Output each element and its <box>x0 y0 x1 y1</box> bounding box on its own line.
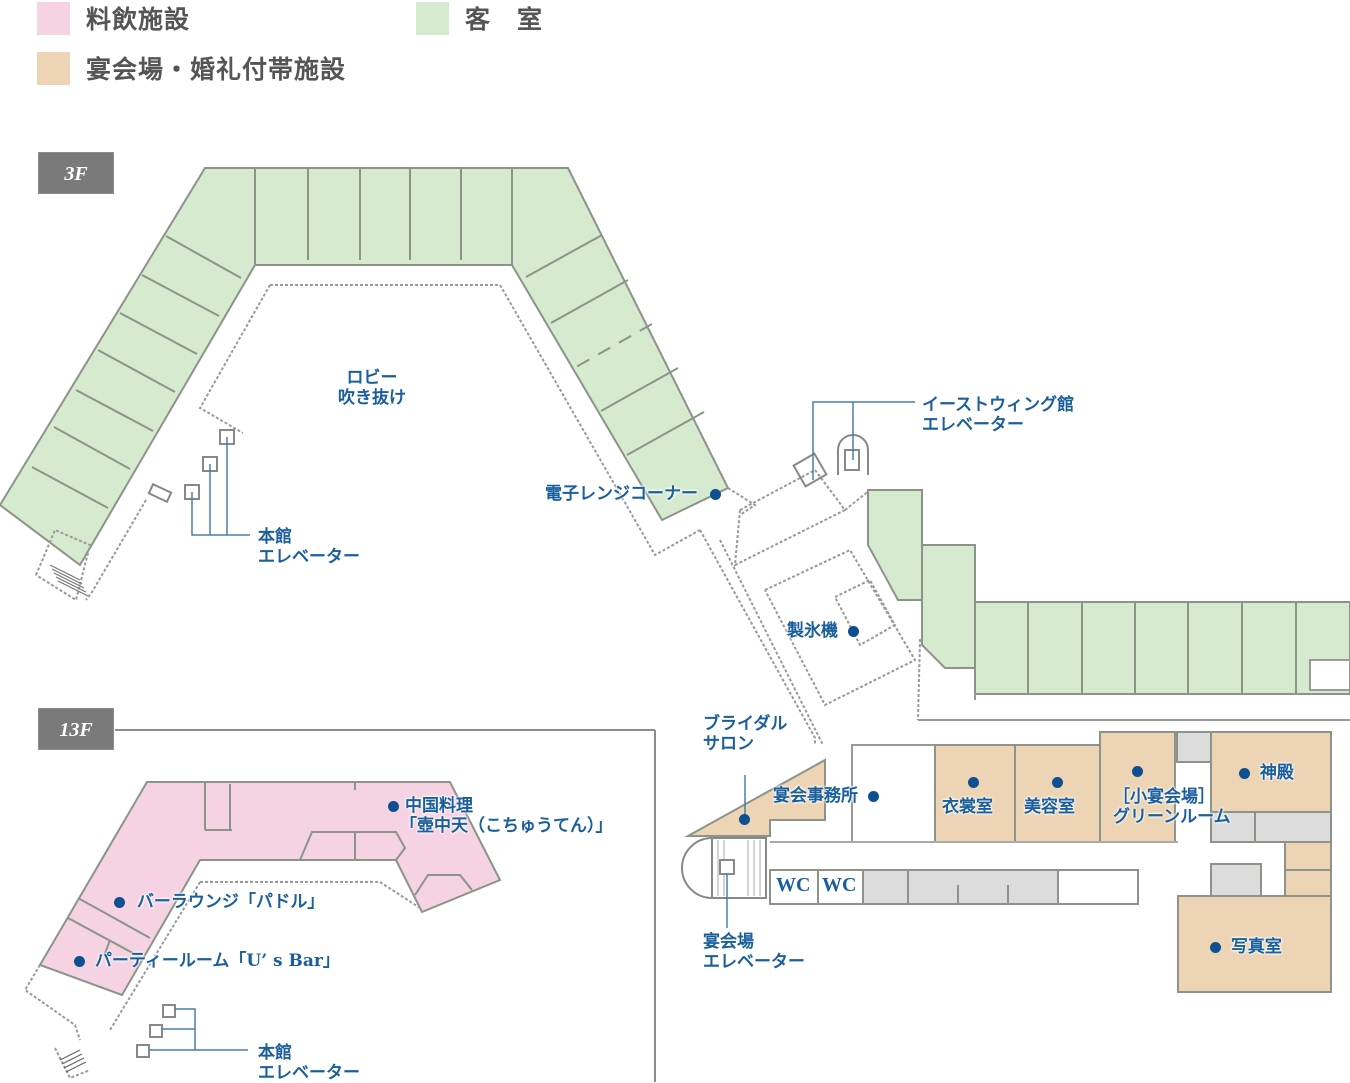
legend-swatch-food-beverage <box>37 1 70 35</box>
main-elevator-label-3f: 本館 エレベーター <box>258 527 360 567</box>
chinese-restaurant-line2: 「壺中天（こちゅうてん）」 <box>400 816 613 836</box>
location-dot-icon <box>114 897 125 908</box>
stairs-13f <box>59 1049 87 1073</box>
banquet-office-label: 宴会事務所 <box>773 786 879 806</box>
east-wing-elevators <box>792 434 869 488</box>
east-wing-elevator-label: イーストウィング館 エレベーター <box>922 395 1074 435</box>
main-elevators-3f <box>147 429 235 504</box>
small-banquet-line1: ［小宴会場］ <box>1113 787 1215 807</box>
lobby-label-line1: ロビー <box>346 368 398 388</box>
legend-food-beverage: 料飲施設 <box>37 0 190 36</box>
chinese-restaurant-line1: 中国料理 <box>405 796 473 816</box>
east-corridor <box>918 659 1350 721</box>
east-wing-elevator-line1: イーストウィング館 <box>922 395 1075 415</box>
legend-label: 客 室 <box>465 5 544 34</box>
location-dot-icon <box>847 626 859 637</box>
bar-lounge-text: バーラウンジ「パドル」 <box>136 892 325 912</box>
main-elevator-callout-13f <box>150 1008 248 1051</box>
bridal-salon-dot-icon <box>739 814 750 825</box>
costume-room-dot-icon <box>968 777 979 788</box>
restroom-1-label: WC <box>776 874 811 896</box>
microwave-corner-label: 電子レンジコーナー <box>545 484 721 504</box>
main-elevator-label-13f: 本館 エレベーター <box>258 1043 360 1083</box>
legend-swatch-guest-room <box>416 1 449 35</box>
location-dot-icon <box>1239 768 1250 779</box>
legend-guest-room: 客 室 <box>416 0 543 36</box>
microwave-corner-text: 電子レンジコーナー <box>545 484 698 504</box>
legend-label: 料飲施設 <box>86 5 191 34</box>
lobby-corridor-walls <box>35 284 942 746</box>
photo-studio-text: 写真室 <box>1230 937 1282 957</box>
ice-machine-label: 製氷機 <box>787 621 859 641</box>
beauty-salon-dot-icon <box>1052 777 1063 788</box>
lobby-atrium-label: ロビー 吹き抜け <box>338 368 406 408</box>
guest-room-wing-east <box>867 489 1350 695</box>
bridal-salon-label: ブライダル サロン <box>703 714 787 754</box>
banquet-office-text: 宴会事務所 <box>773 786 858 806</box>
photo-studio-label: 写真室 <box>1210 937 1282 957</box>
location-dot-icon <box>388 801 399 812</box>
small-banquet-line2: グリーンルーム <box>1113 807 1231 827</box>
location-dot-icon <box>709 489 721 500</box>
floor-tag-3f: 3F <box>38 152 114 194</box>
chinese-restaurant-label: 中国料理 「壺中天（こちゅうてん）」 <box>388 796 613 836</box>
small-banquet-label: ［小宴会場］ グリーンルーム <box>1113 787 1231 827</box>
location-dot-icon <box>867 791 879 802</box>
legend-banquet: 宴会場・婚礼付帯施設 <box>37 50 346 86</box>
banquet-block <box>681 731 1332 993</box>
guest-room-wing-west <box>0 167 730 567</box>
lobby-label-line2: 吹き抜け <box>338 388 406 408</box>
legend-label: 宴会場・婚礼付帯施設 <box>86 55 347 84</box>
floor-tag-13f: 13F <box>38 708 114 750</box>
costume-room-label: 衣裳室 <box>942 797 993 817</box>
corridor-walls-13f <box>23 881 421 1080</box>
ice-machine-text: 製氷機 <box>787 621 838 641</box>
main-elevators-13f <box>136 1004 176 1058</box>
stairs-west <box>49 564 89 597</box>
banquet-elevator-line1: 宴会場 <box>703 932 754 952</box>
party-room-label: パーティールーム「U’ s Bar」 <box>74 951 340 971</box>
main-elevator-callout-3f <box>191 437 250 536</box>
banquet-elevator-label: 宴会場 エレベーター <box>703 932 805 972</box>
east-wing-elevator-callout <box>812 401 915 480</box>
restroom-2-label: WC <box>822 874 857 896</box>
main-elevator-label-line1: 本館 <box>258 527 292 547</box>
main-elevator-label-line2: エレベーター <box>258 547 360 567</box>
shrine-label: 神殿 <box>1239 763 1294 783</box>
beauty-salon-label: 美容室 <box>1024 797 1075 817</box>
main-elevator-13f-line2: エレベーター <box>258 1063 360 1083</box>
location-dot-icon <box>74 956 85 967</box>
east-wing-elevator-line2: エレベーター <box>922 415 1024 435</box>
shrine-text: 神殿 <box>1259 763 1294 783</box>
party-room-text: パーティールーム「U’ s Bar」 <box>94 951 340 971</box>
main-elevator-13f-line1: 本館 <box>258 1043 292 1063</box>
bar-lounge-label: バーラウンジ「パドル」 <box>114 892 324 912</box>
location-dot-icon <box>1210 942 1221 953</box>
food-beverage-wing-13f <box>38 781 502 997</box>
bridal-salon-line2: サロン <box>703 734 754 754</box>
bridal-salon-line1: ブライダル <box>703 714 788 734</box>
banquet-elevator-line2: エレベーター <box>703 952 805 972</box>
small-banquet-dot-icon <box>1132 766 1143 777</box>
legend-swatch-banquet <box>37 51 70 85</box>
